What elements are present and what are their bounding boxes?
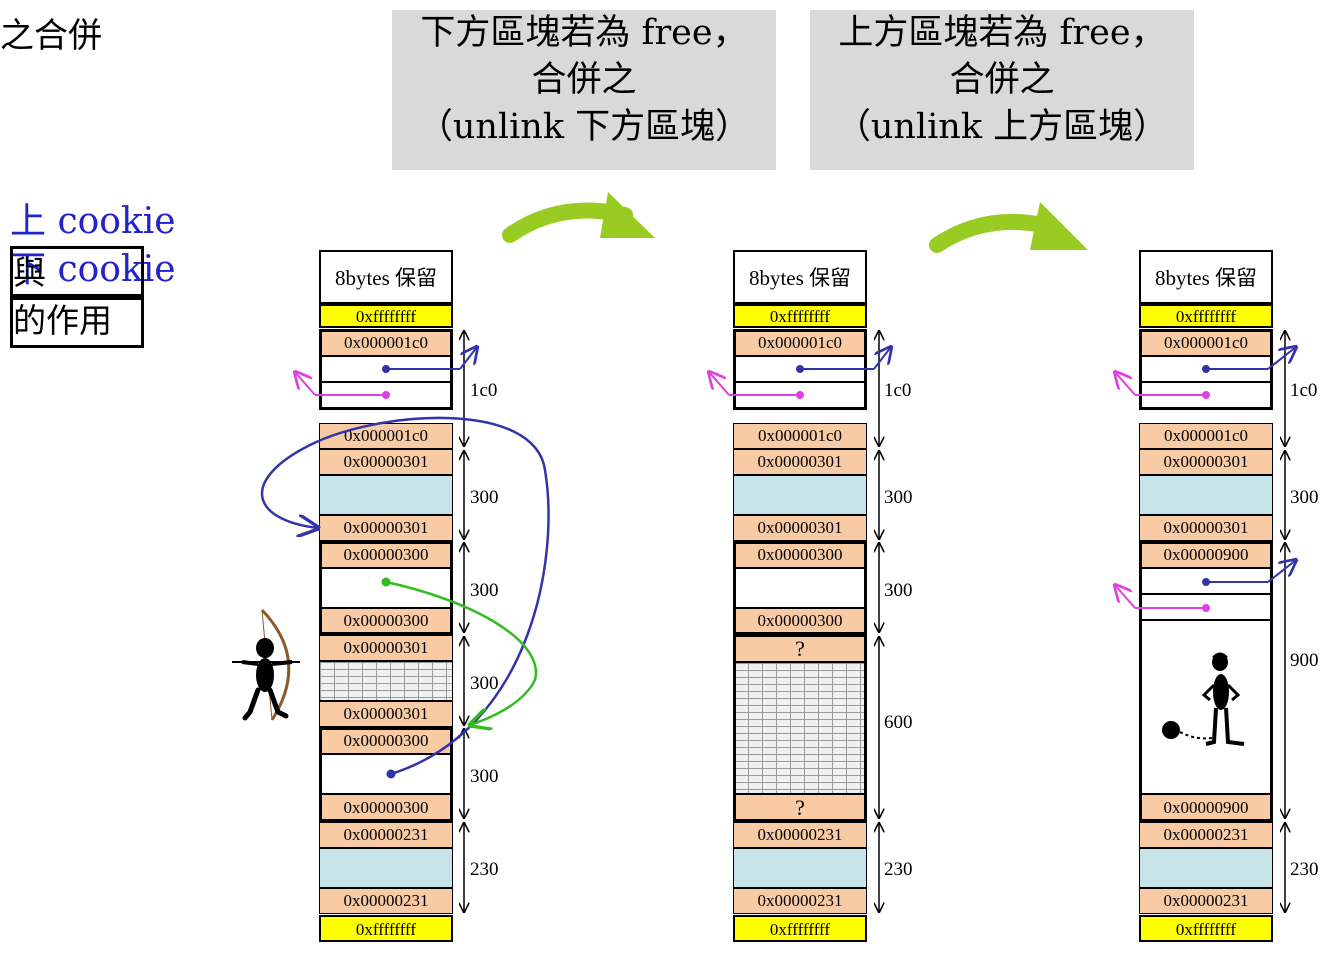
chunk-footer: 0x00000301 [733, 515, 867, 541]
transition-arrow-icon [929, 202, 1088, 253]
chunk-header: 0x00000231 [319, 822, 453, 848]
chunk-body-used [733, 662, 867, 794]
caption-line: 合併之 [531, 60, 637, 100]
chunk-header: 0x00000301 [319, 449, 453, 475]
chunk-body [1139, 620, 1273, 794]
chunk-header: 0x00000900 [1139, 542, 1273, 568]
caption-line: 上方區塊若為 free， [838, 13, 1166, 53]
chunk-header: 0x00000300 [319, 542, 453, 568]
transition-arrow-icon [502, 192, 655, 243]
chunk-header: 0x00000231 [1139, 822, 1273, 848]
caption-merge-upper: 上方區塊若為 free， 合併之 （unlink 上方區塊） [810, 10, 1194, 170]
chunk-header: 0x000001c0 [733, 330, 867, 356]
chunk-footer: 0x00000900 [1139, 794, 1273, 821]
size-label: 1c0 [469, 380, 499, 402]
size-label: 300 [469, 580, 500, 602]
chunk-body-used [319, 661, 453, 701]
caption-line: 合併之 [949, 60, 1055, 100]
chunk-footer: 0x00000301 [1139, 515, 1273, 541]
chunk-footer: 0x000001c0 [1139, 423, 1273, 449]
size-label: 1c0 [883, 380, 913, 402]
chunk-body [1139, 475, 1273, 515]
size-label: 300 [1289, 487, 1320, 509]
size-label: 300 [469, 673, 500, 695]
caption-line: （unlink 上方區塊） [835, 107, 1169, 147]
chunk-footer: 0x00000231 [319, 888, 453, 914]
chunk-body [733, 568, 867, 608]
chunk-footer: 0x00000231 [733, 888, 867, 914]
chunk-header: 0x00000301 [1139, 449, 1273, 475]
chunk-body [1139, 848, 1273, 888]
chunk-header: 0x00000300 [319, 728, 453, 754]
prisoner-icon [1162, 652, 1245, 746]
chunk-body [319, 568, 453, 608]
chunk-body [733, 475, 867, 515]
chunk-footer: 0x00000301 [319, 701, 453, 727]
chunk-header: 0x00000231 [733, 822, 867, 848]
chunk-body [319, 848, 453, 888]
chunk-footer: 0x000001c0 [733, 423, 867, 449]
chunk-footer: 0x00000300 [319, 608, 453, 634]
heap-sentinel-top: 0xffffffff [733, 304, 867, 328]
chunk-footer: 0x000001c0 [319, 423, 453, 449]
chunk-header: 0x000001c0 [1139, 330, 1273, 356]
archer-icon [232, 608, 300, 721]
heap-sentinel-bottom: 0xffffffff [1139, 915, 1273, 942]
size-label: 230 [1289, 859, 1320, 881]
page-title: 之合併 [0, 16, 102, 56]
chunk-header: 0x000001c0 [319, 330, 453, 356]
heap-sentinel-top: 0xffffffff [1139, 304, 1273, 328]
caption-line: （unlink 下方區塊） [417, 107, 751, 147]
heap-header: 8bytes 保留 [319, 250, 453, 304]
heap-diagram-before: 8bytes 保留 0xffffffff 0x000001c0 0x000001… [319, 250, 500, 942]
chunk-body [319, 475, 453, 515]
legend-lower-cookie: 下 cookie [10, 249, 176, 290]
size-label: 300 [883, 580, 914, 602]
caption-merge-lower: 下方區塊若為 free， 合併之 （unlink 下方區塊） [392, 10, 776, 170]
heap-header: 8bytes 保留 [1139, 250, 1273, 304]
size-label: 900 [1289, 650, 1320, 672]
size-label: 600 [883, 712, 914, 734]
size-label: 300 [883, 487, 914, 509]
caption-line: 下方區塊若為 free， [420, 13, 748, 53]
free-list-pointers [295, 347, 1296, 612]
size-label: 230 [469, 859, 500, 881]
chunk-footer: 0x00000300 [733, 608, 867, 634]
heap-sentinel-bottom: 0xffffffff [319, 915, 453, 942]
chunk-header: 0x00000300 [733, 542, 867, 568]
chunk-body [733, 848, 867, 888]
unlink-curves [261, 416, 550, 779]
chunk-footer: 0x00000301 [319, 515, 453, 541]
heap-sentinel-bottom: 0xffffffff [733, 915, 867, 942]
chunk-header: 0x00000301 [319, 635, 453, 661]
heap-sentinel-top: 0xffffffff [319, 304, 453, 328]
heap-header: 8bytes 保留 [733, 250, 867, 304]
size-label: 1c0 [1289, 380, 1319, 402]
chunk-header: 0x00000301 [733, 449, 867, 475]
chunk-footer: 0x00000231 [1139, 888, 1273, 914]
size-label: 300 [469, 766, 500, 788]
legend-upper-cookie: 上 cookie [10, 201, 176, 242]
size-label: 230 [883, 859, 914, 881]
heap-diagram-merged-lower: 8bytes 保留 0xffffffff 0x000001c0 0x000001… [733, 250, 914, 942]
size-label: 300 [469, 487, 500, 509]
